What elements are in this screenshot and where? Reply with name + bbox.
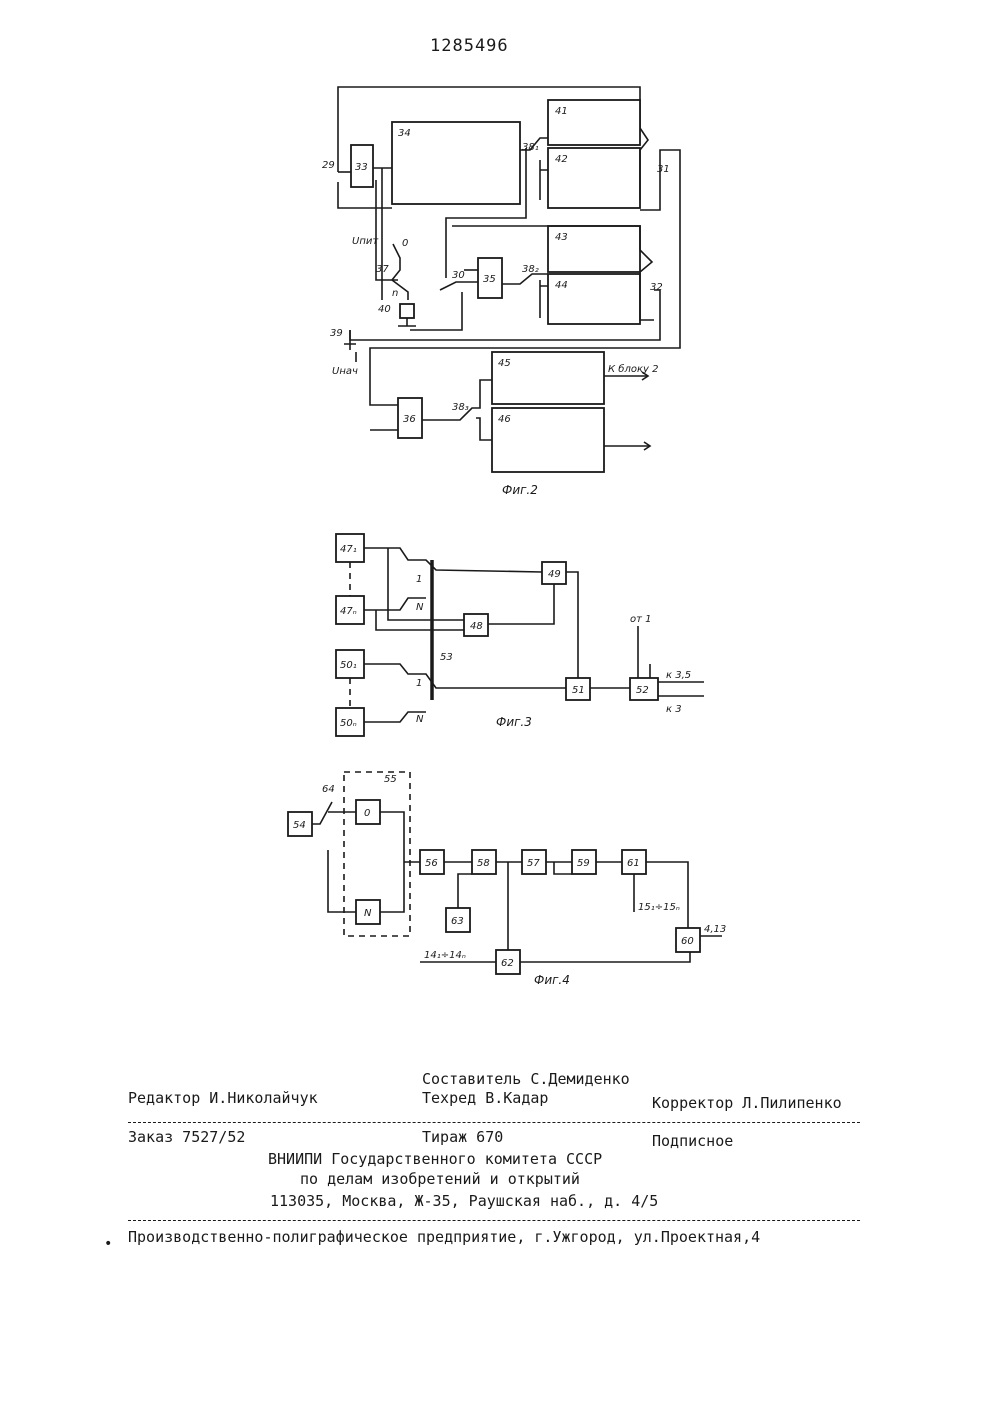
fig4-block-61-label: 61 (627, 858, 640, 869)
fig2-label-39: 39 (330, 328, 343, 339)
fig2-label-38a: 38₁ (522, 142, 539, 153)
fig2-label-40: 40 (378, 304, 391, 315)
fig4-block-58-label: 58 (477, 858, 490, 869)
fig2-label-29: 29 (322, 160, 335, 171)
imprint-editor: Редактор И.Николайчук (128, 1089, 318, 1107)
fig4-block-54-label: 54 (293, 820, 306, 831)
imprint-compiler: Составитель С.Демиденко (422, 1070, 630, 1088)
fig2-label-37: 37 (376, 264, 389, 275)
fig2-block-43-label: 43 (555, 232, 568, 243)
imprint-org-line3: 113035, Москва, Ж-35, Раушская наб., д. … (270, 1192, 658, 1210)
fig3-block-49-label: 49 (548, 569, 561, 580)
fig3-block-51-label: 51 (572, 685, 585, 696)
imprint-order: Заказ 7527/52 (128, 1128, 245, 1146)
fig3-block-47-1-label: 47₁ (340, 544, 357, 555)
fig2-caption: Фиг.2 (502, 483, 538, 497)
fig3-caption: Фиг.3 (496, 715, 532, 729)
imprint-corrector: Корректор Л.Пилипенко (652, 1094, 842, 1112)
fig3-label-1b: 1 (416, 678, 422, 689)
imprint-subscription: Подписное (652, 1132, 733, 1150)
imprint-divider-bottom (128, 1220, 860, 1221)
fig4-label-to413: 4,13 (704, 924, 726, 935)
fig3-block-50-1-label: 50₁ (340, 660, 357, 671)
imprint-techred: Техред В.Кадар (422, 1089, 548, 1107)
imprint-org-line1: ВНИИПИ Государственного комитета СССР (268, 1150, 602, 1168)
fig3-label-1a: 1 (416, 574, 422, 585)
fig2-label-38b: 38₂ (522, 264, 539, 275)
fig3-label-to3: к 3 (666, 704, 682, 715)
fig3-label-53: 53 (440, 652, 453, 663)
fig4-block-57-label: 57 (527, 858, 540, 869)
fig4-block-60-label: 60 (681, 936, 694, 947)
fig3-label-to35: к 3,5 (666, 670, 691, 681)
fig3-block-50-n-label: 50ₙ (340, 718, 357, 729)
fig2-label-n: n (392, 288, 398, 299)
fig4-caption: Фиг.4 (534, 973, 570, 987)
imprint-org-line2: по делам изобретений и открытий (300, 1170, 580, 1188)
fig2-block-35-label: 35 (483, 274, 496, 285)
fig2-block-45-label: 45 (498, 358, 511, 369)
fig2-label-upit: Uпит (352, 236, 379, 247)
fig4-diagram: 55 54 0 N 56 58 57 59 61 63 62 60 (288, 772, 726, 987)
fig2-block-34 (392, 122, 520, 204)
fig2-block-40-element (400, 304, 414, 318)
fig2-label-38c: 38₃ (452, 402, 469, 413)
imprint-divider-top (128, 1122, 860, 1123)
fig4-block-0-label: 0 (364, 808, 370, 819)
fig2-block-33-label: 33 (355, 162, 368, 173)
fig2-label-32: 32 (650, 282, 663, 293)
fig2-block-36-label: 36 (403, 414, 416, 425)
fig2-diagram: 33 34 41 42 43 44 35 36 45 46 (322, 87, 680, 497)
fig4-block-63-label: 63 (451, 916, 464, 927)
fig2-block-44-label: 44 (555, 280, 568, 291)
fig4-block-59-label: 59 (577, 858, 590, 869)
fig2-block-42-label: 42 (555, 154, 568, 165)
figures-drawing: 33 34 41 42 43 44 35 36 45 46 (0, 0, 1000, 1070)
fig2-label-31: 31 (657, 164, 670, 175)
fig3-label-Na: N (416, 602, 424, 613)
fig3-block-52-label: 52 (636, 685, 649, 696)
fig2-label-to-block2: К блоку 2 (608, 363, 658, 375)
fig2-label-unach: Uнач (332, 366, 358, 377)
imprint-circulation: Тираж 670 (422, 1128, 503, 1146)
fig2-block-34-label: 34 (398, 128, 411, 139)
fig4-block-56-label: 56 (425, 858, 438, 869)
fig3-label-Nb: N (416, 714, 424, 725)
margin-dot: • (104, 1236, 112, 1252)
fig2-label-30: 30 (452, 270, 465, 281)
fig4-block-62-label: 62 (501, 958, 514, 969)
fig2-label-0: 0 (402, 238, 408, 249)
fig4-label-64: 64 (322, 784, 335, 795)
fig4-block-N-label: N (364, 908, 372, 919)
fig3-diagram: 47₁ 47ₙ 50₁ 50ₙ 48 49 51 52 1 N 1 N 53 о… (336, 534, 704, 736)
fig4-label-r15: 15₁÷15ₙ (638, 902, 680, 913)
fig2-block-46-label: 46 (498, 414, 511, 425)
fig3-block-48-label: 48 (470, 621, 483, 632)
fig3-label-from1: от 1 (630, 614, 651, 625)
imprint-printer: Производственно-полиграфическое предприя… (128, 1228, 760, 1246)
fig3-block-47-n-label: 47ₙ (340, 606, 357, 617)
fig2-block-41-label: 41 (555, 106, 568, 117)
fig4-label-55: 55 (384, 774, 397, 785)
fig4-label-r14: 14₁÷14ₙ (424, 950, 466, 961)
